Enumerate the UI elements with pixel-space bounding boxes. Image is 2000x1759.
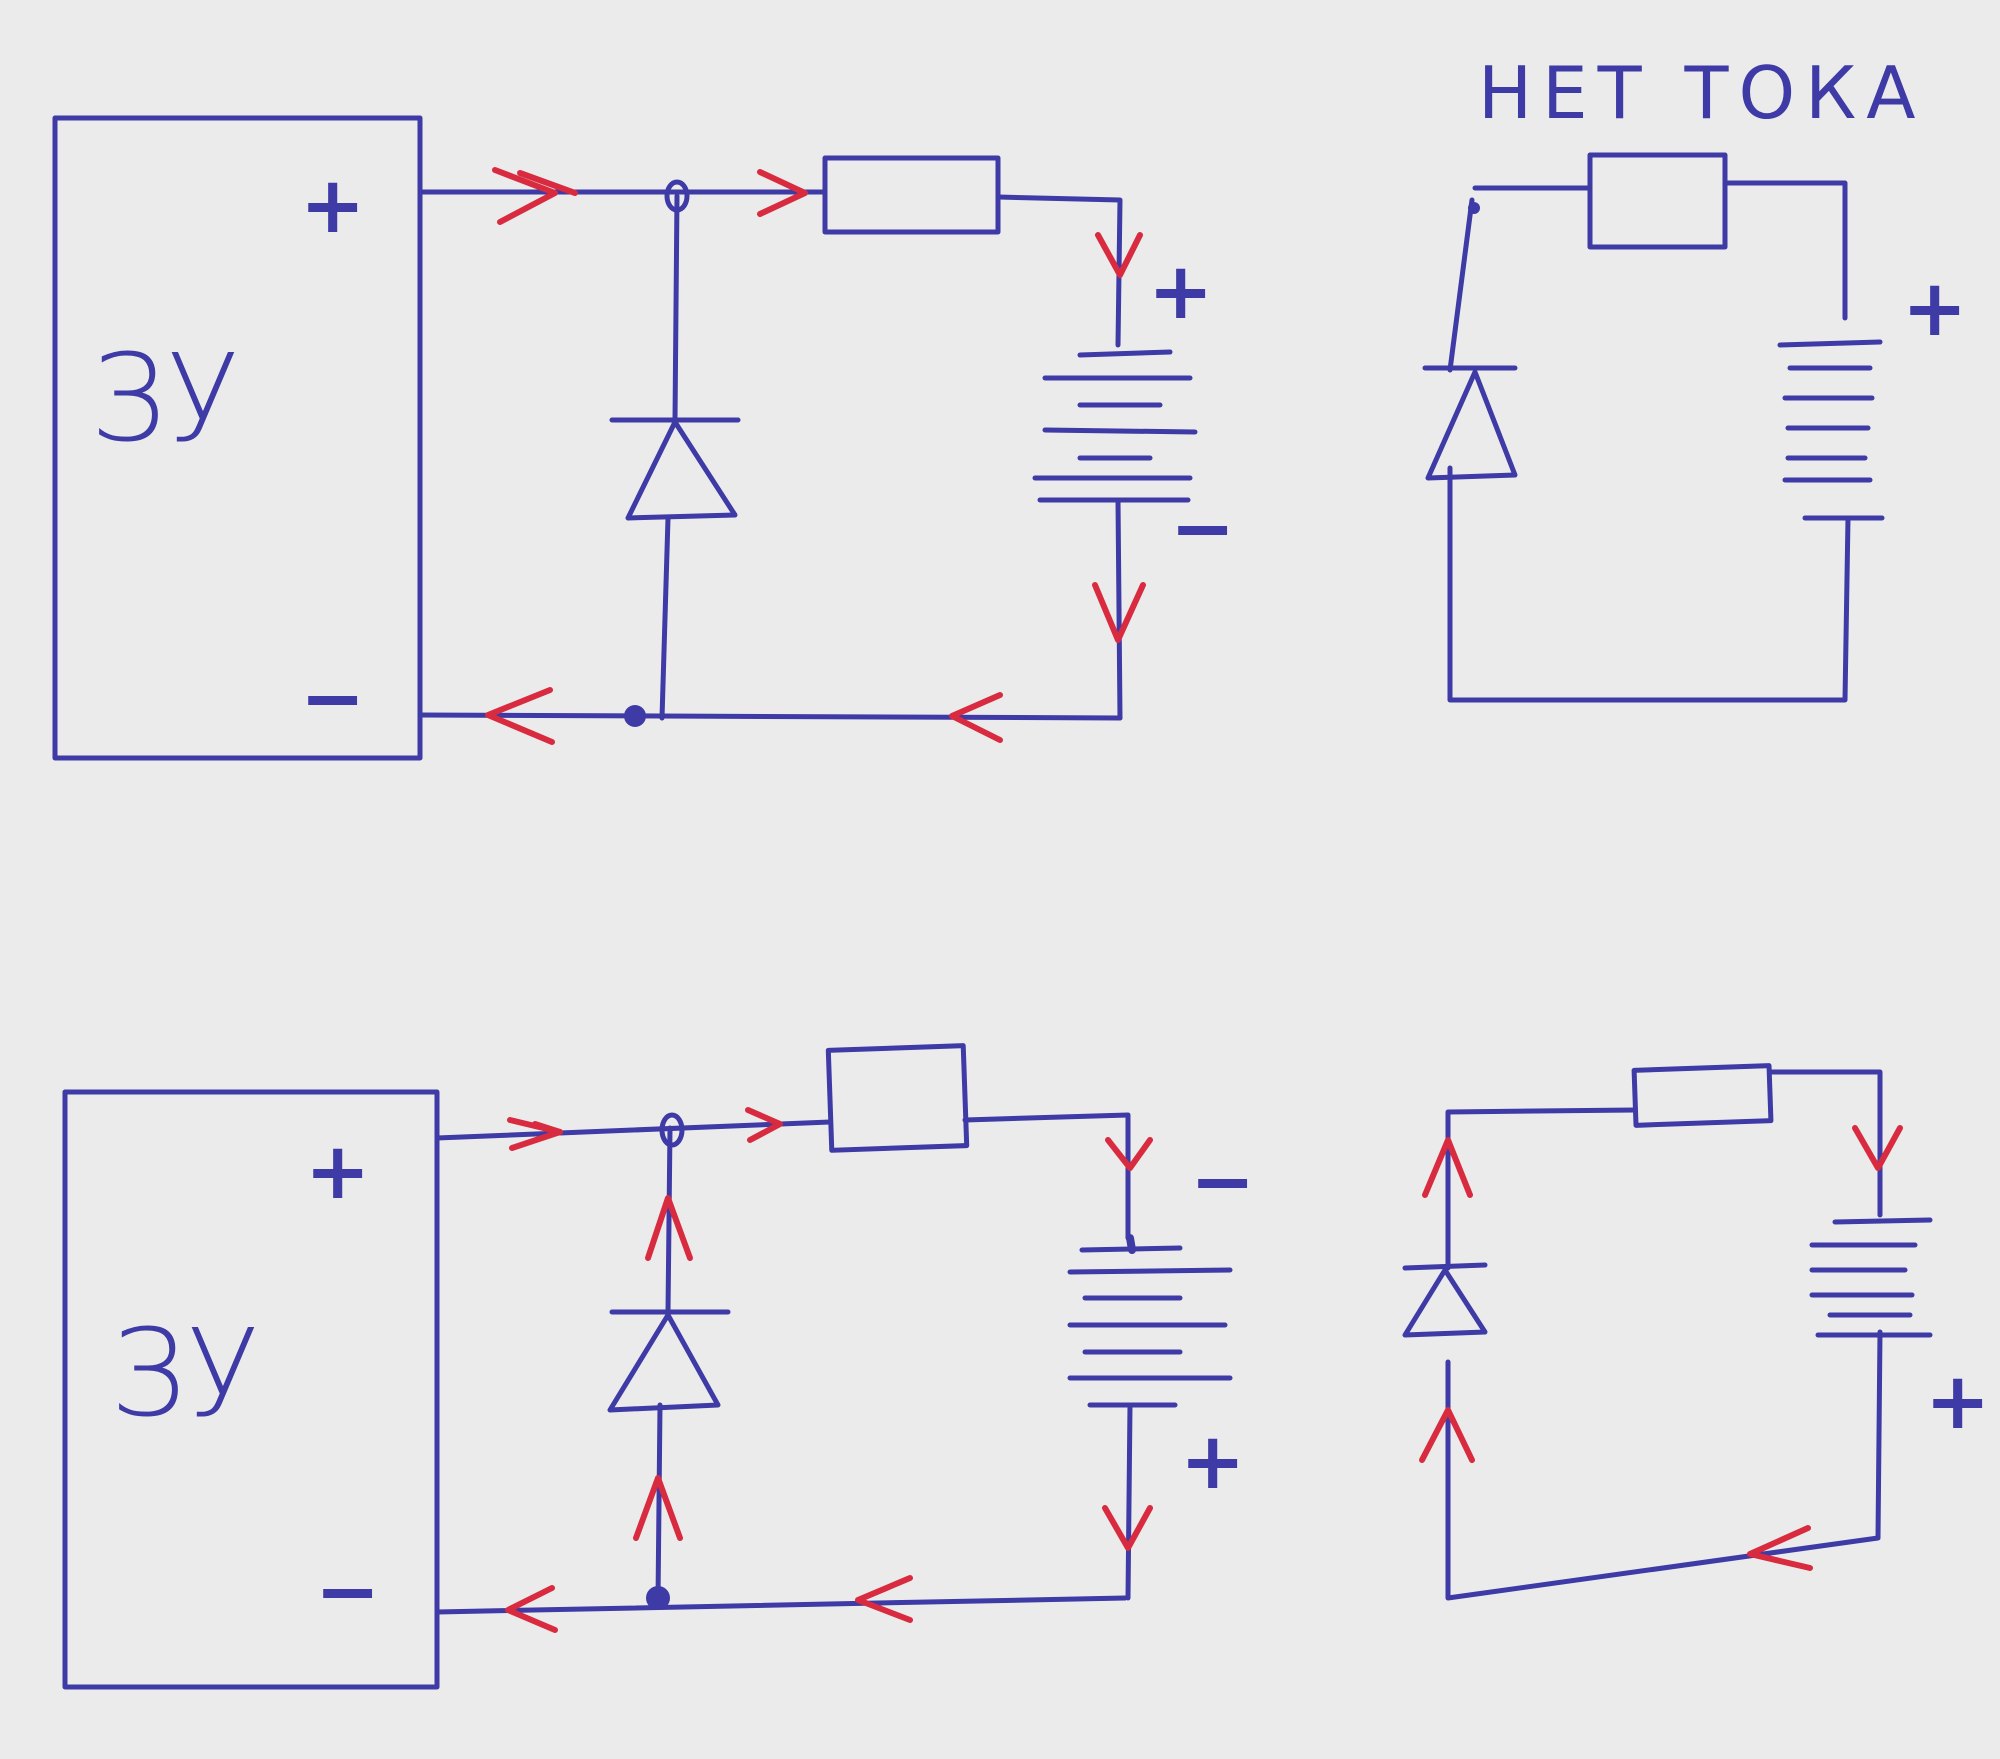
bottom-right-vertical-wire-upper: [962, 1112, 1131, 1241]
top-charger-circuit: ЗУ + − + −: [52, 115, 1235, 761]
top-diode-branch-upper: [672, 193, 680, 423]
top-right-battery-plus-sign: +: [1902, 264, 1967, 354]
bottom-charger-minus-sign: −: [315, 1547, 380, 1637]
bottom-right-loop-wire: [1445, 1069, 1883, 1601]
top-right-circuit: НЕТ ТОКА +: [1422, 51, 1967, 703]
top-junction-lower: [624, 705, 646, 727]
no-current-caption: НЕТ ТОКА: [1478, 51, 1926, 135]
bottom-battery-plus-sign: +: [1180, 1417, 1245, 1507]
bottom-right-diode: [1402, 1262, 1488, 1338]
bottom-right-vertical-wire-lower: [1125, 1402, 1133, 1601]
bottom-charger-plus-sign: +: [305, 1127, 370, 1217]
bottom-current-arrows: [505, 1107, 1153, 1633]
bottom-right-circuit: +: [1402, 1063, 1990, 1601]
top-charger-label: ЗУ: [90, 330, 239, 469]
top-diode-branch-lower: [659, 515, 671, 721]
bottom-diode-branch-lower: [655, 1402, 663, 1603]
top-right-battery: [1777, 339, 1885, 521]
bottom-charger-box: [62, 1089, 440, 1690]
top-current-arrows: [485, 167, 1146, 745]
top-battery-minus-sign: −: [1170, 484, 1235, 574]
bottom-battery-minus-sign: −: [1190, 1137, 1255, 1227]
top-right-loop-wire: [1447, 180, 1851, 703]
bottom-charger-label: ЗУ: [110, 1305, 259, 1444]
bottom-right-current-arrows: [1419, 1125, 1903, 1571]
top-right-vertical-wire-lower: [1115, 497, 1123, 721]
bottom-diode-branch-upper: [665, 1125, 673, 1315]
top-right-vertical-wire-upper: [995, 194, 1123, 348]
top-right-corner-dot: [1468, 202, 1480, 214]
bottom-junction-upper: [659, 1112, 685, 1148]
bottom-right-battery-plus-sign: +: [1925, 1357, 1990, 1447]
top-right-diode: [1422, 365, 1518, 481]
bottom-right-resistor: [1631, 1063, 1774, 1128]
bottom-battery: [1067, 1234, 1233, 1408]
bottom-positive-wire: [434, 1119, 833, 1141]
top-negative-wire: [417, 712, 1123, 721]
top-battery-plus-sign: +: [1148, 247, 1213, 337]
top-resistor: [822, 155, 1001, 235]
bottom-junction-lower: [646, 1586, 670, 1610]
top-charger-box: [52, 115, 423, 761]
top-right-resistor: [1587, 152, 1728, 250]
bottom-resistor: [825, 1043, 970, 1153]
bottom-right-battery: [1809, 1217, 1933, 1338]
top-diode: [609, 417, 741, 521]
top-charger-minus-sign: −: [300, 654, 365, 744]
bottom-charger-circuit: ЗУ + − − +: [62, 1043, 1255, 1690]
bottom-negative-wire: [434, 1595, 1128, 1615]
top-charger-plus-sign: +: [300, 161, 365, 251]
top-battery: [1032, 349, 1198, 503]
bottom-diode: [607, 1309, 731, 1413]
top-junction-upper: [664, 179, 690, 213]
